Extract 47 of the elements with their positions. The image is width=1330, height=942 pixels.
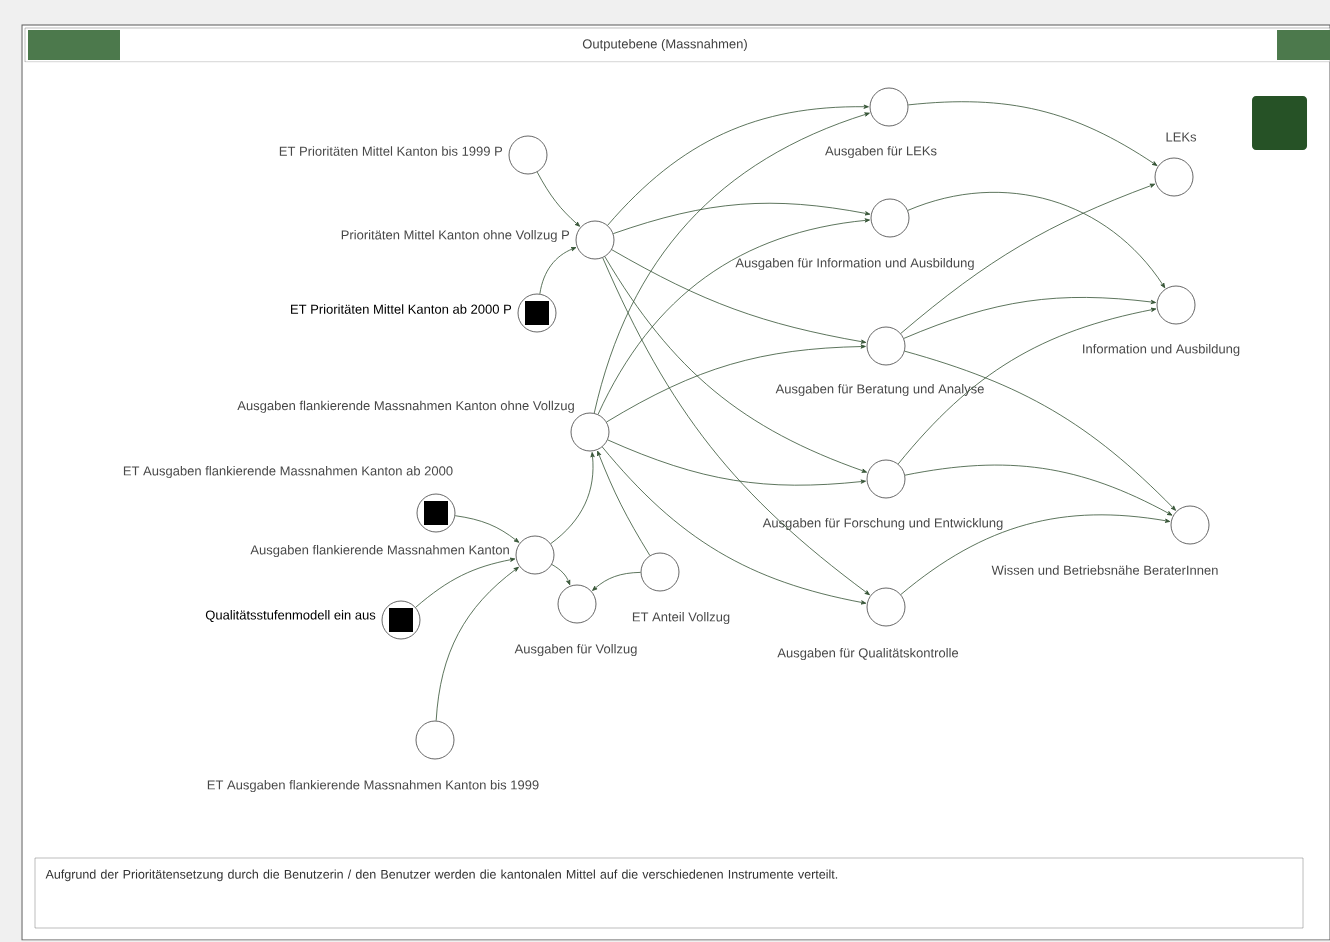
- arrow: [907, 101, 1158, 166]
- arrow: [604, 256, 868, 473]
- arrow: [435, 566, 519, 722]
- arrow: [415, 557, 516, 608]
- arrow: [454, 515, 520, 543]
- variable-label: Qualitätsstufenmodell ein aus: [205, 610, 376, 622]
- variable-label: Ausgaben flankierende Massnahmen Kanton: [250, 544, 509, 558]
- variable-label: LEKs: [1166, 132, 1197, 142]
- arrow: [900, 514, 1171, 595]
- arrow: [611, 249, 867, 344]
- arrow: [904, 350, 1176, 511]
- arrow: [592, 571, 641, 591]
- variable-label: Ausgaben für Qualitätskontrolle: [777, 647, 959, 661]
- arrow: [536, 171, 581, 227]
- variable-label: ET Prioritäten Mittel Kanton ab 2000 P: [291, 304, 512, 314]
- arrow: [607, 104, 869, 226]
- variable-label: ET Ausgaben flankierende Massnahmen Kanton bis 1999: [207, 779, 539, 793]
- arrow: [907, 192, 1166, 289]
- variable-label: Ausgaben für Beratung und Analyse: [775, 383, 984, 397]
- arrow: [900, 183, 1156, 334]
- arrow: [551, 564, 571, 586]
- variable-label: Prioritäten Mittel Kanton ohne Vollzug P: [341, 229, 570, 243]
- variable-label: Information und Ausbildung: [1083, 343, 1240, 357]
- variable-label: Wissen und Betriebsnähe BeraterInnen: [991, 565, 1218, 575]
- arrow: [601, 446, 867, 605]
- arrow: [597, 218, 870, 415]
- variable-label: ET Prioritäten Mittel Kanton bis 1999 P: [279, 146, 503, 156]
- variable-label: Ausgaben für Information und Ausbildung: [735, 257, 974, 271]
- arrow: [897, 307, 1157, 465]
- arrow: [550, 452, 595, 545]
- arrow: [539, 247, 577, 295]
- variable-label: Ausgaben für Vollzug: [514, 643, 637, 657]
- variable-label: ET Ausgaben flankierende Massnahmen Kanton ab 2000: [123, 465, 453, 479]
- arrow: [903, 297, 1157, 339]
- variable-label: ET Anteil Vollzug: [632, 611, 730, 625]
- arrow: [607, 439, 866, 486]
- variable-label: Ausgaben flankierende Massnahmen Kanton ohne Vollzug: [237, 400, 574, 413]
- variable-label: Ausgaben für Forschung und Entwicklung: [762, 517, 1003, 531]
- arrow: [602, 257, 870, 596]
- arrow: [593, 112, 870, 414]
- arrow: [606, 344, 866, 423]
- variable-label: Ausgaben für LEKs: [825, 145, 937, 159]
- arrow: [904, 464, 1173, 516]
- arrow: [612, 202, 871, 234]
- note-box: Aufgrund der Prioritätensetzung durch die Benutzerin / den Benutzer werden die kantonalen Mittel auf die verschiedenen Instrumente verteilt.: [34, 857, 1304, 929]
- arrow: [597, 450, 651, 556]
- header-bar: Outputebene (Massnahmen): [24, 27, 1330, 63]
